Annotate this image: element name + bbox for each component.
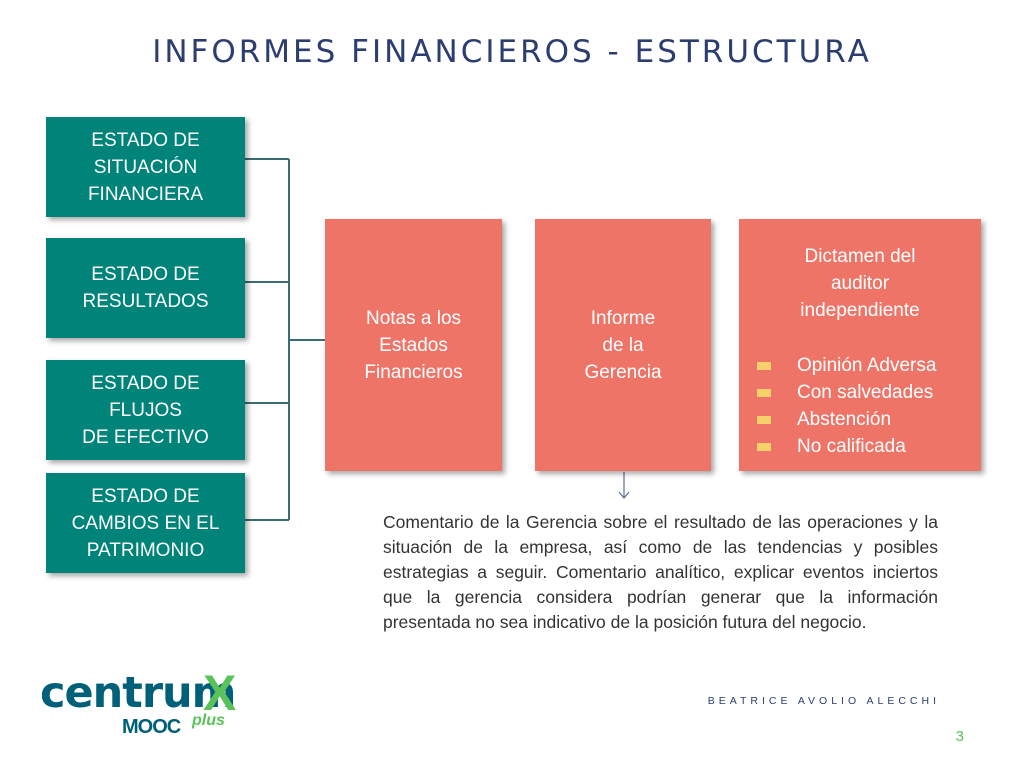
box-estado-situacion: ESTADO DE SITUACIÓN FINANCIERA xyxy=(46,117,245,217)
box-dictamen: Dictamen del auditor independiente Opini… xyxy=(739,219,981,471)
box-notas: Notas a los Estados Financieros xyxy=(325,219,502,471)
bullet-icon xyxy=(757,388,771,397)
description-text: Comentario de la Gerencia sobre el resul… xyxy=(383,512,938,632)
logo-x: X xyxy=(203,665,237,721)
dictamen-title: Dictamen del auditor independiente xyxy=(800,246,920,321)
logo-main: centrum xyxy=(40,668,236,718)
logo-sub: MOOC xyxy=(122,716,181,738)
box-estado-cambios: ESTADO DE CAMBIOS EN EL PATRIMONIO xyxy=(46,473,245,573)
author-name: BEATRICE AVOLIO ALECCHI xyxy=(707,695,940,707)
box-estado-flujos: ESTADO DE FLUJOS DE EFECTIVO xyxy=(46,360,245,460)
box-estado-resultados: ESTADO DE RESULTADOS xyxy=(46,238,245,338)
list-item: Con salvedades xyxy=(757,379,936,406)
logo-plus: plus xyxy=(192,712,225,729)
dictamen-list: Opinión Adversa Con salvedades Abstenció… xyxy=(757,352,936,460)
bullet-icon xyxy=(757,361,771,370)
centrum-logo: centrum X MOOC plus xyxy=(40,665,236,738)
list-item: No calificada xyxy=(757,433,936,460)
slide-title: INFORMES FINANCIEROS - ESTRUCTURA xyxy=(152,34,872,70)
bullet-icon xyxy=(757,415,771,424)
arrow-down-icon xyxy=(618,472,630,499)
bullet-icon xyxy=(757,442,771,451)
list-item: Abstención xyxy=(757,406,936,433)
page-number: 3 xyxy=(955,728,964,745)
box-informe-gerencia: Informe de la Gerencia xyxy=(535,219,711,471)
list-item: Opinión Adversa xyxy=(757,352,936,379)
